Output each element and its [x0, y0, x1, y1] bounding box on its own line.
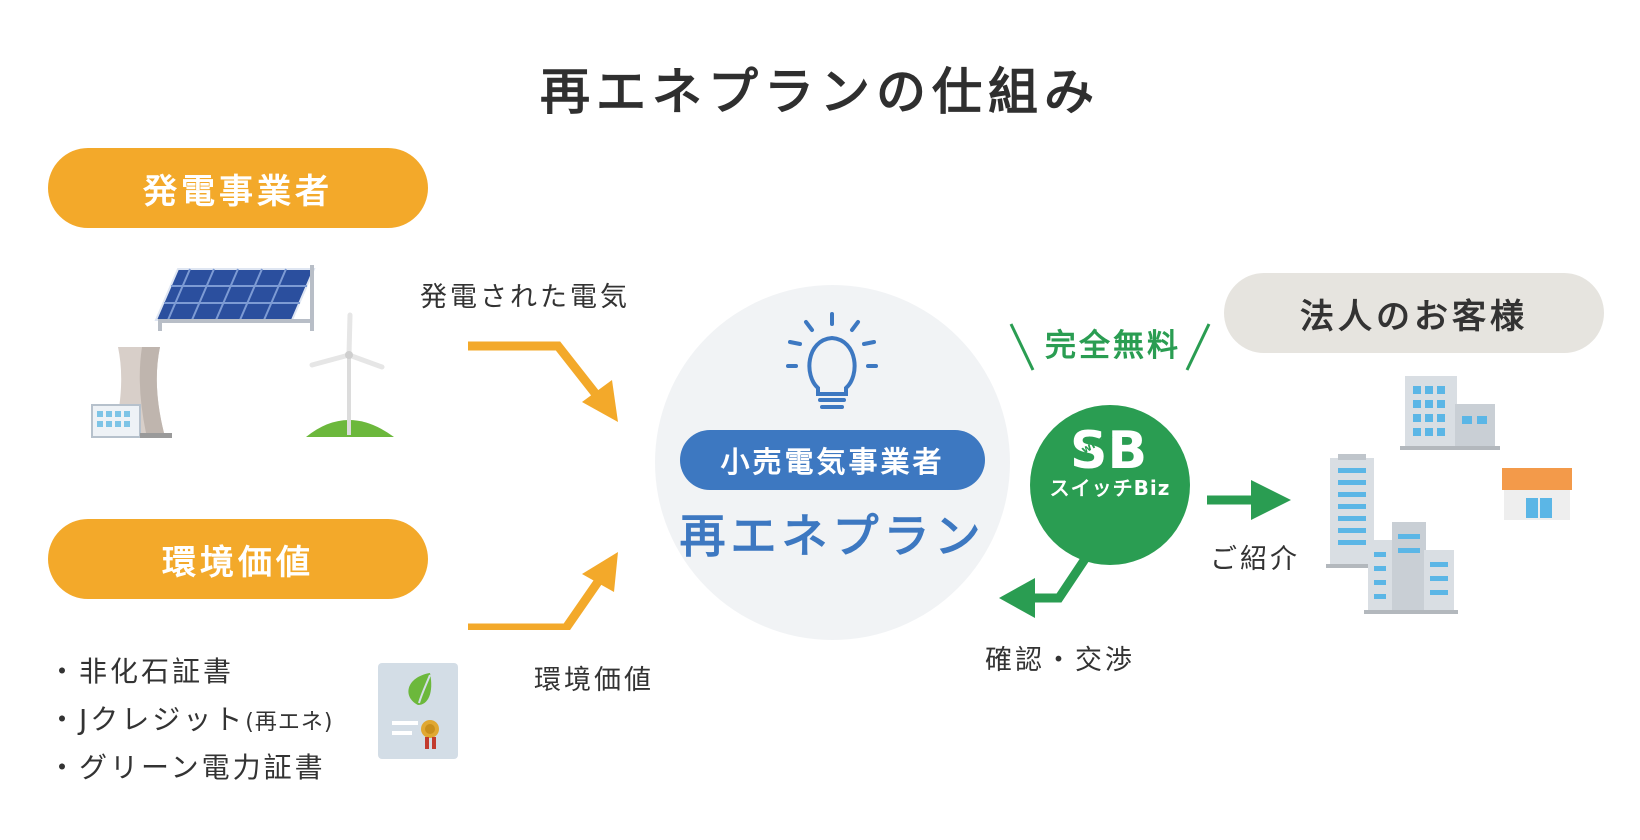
env-value-flow-label: 環境価値: [534, 665, 654, 696]
electricity-arrow-icon: [468, 341, 618, 422]
tower-building-icon: [1326, 454, 1378, 568]
confirm-arrow-icon: [999, 547, 1095, 618]
shop-building-icon: [1502, 468, 1572, 520]
switch-biz-mark-icon: SB witch: [1070, 421, 1147, 474]
free-label-decoration: [1009, 323, 1211, 371]
electricity-flow-label: 発電された電気: [420, 282, 630, 313]
page-title: 再エネプランの仕組み: [540, 63, 1100, 121]
confirm-flow-label: 確認・交渉: [985, 645, 1135, 676]
customers-pill: 法人のお客様: [1224, 273, 1604, 353]
certificate-item-2: ・Jクレジット(再エネ): [48, 698, 333, 738]
certificate-item-2-label: ・Jクレジット: [48, 703, 246, 736]
certificate-item-2-suffix: (再エネ): [245, 710, 334, 735]
switch-biz-logo: [1030, 405, 1190, 565]
generator-label: 発電事業者: [143, 171, 333, 212]
power-plant-icon: [91, 347, 172, 438]
env-value-pill: 環境価値: [48, 519, 428, 599]
switch-biz-logo-text: スイッチBiz: [1049, 476, 1171, 500]
plan-name: 再エネプラン: [679, 509, 986, 563]
generator-pill: 発電事業者: [48, 148, 428, 228]
certificate-item-1: ・非化石証書: [48, 655, 235, 688]
buildings-illustration: [1326, 376, 1572, 614]
env-value-arrow-icon: [468, 552, 618, 630]
customers-label: 法人のお客様: [1300, 296, 1528, 337]
switch-biz-mark: SB: [1070, 421, 1147, 474]
referral-arrow-icon: [1207, 480, 1291, 520]
lightbulb-icon: [786, 312, 878, 409]
office-building-icon: [1400, 376, 1500, 450]
certificate-item-3: ・グリーン電力証書: [48, 751, 326, 784]
power-generation-illustration: [91, 263, 394, 438]
retail-provider-label: 小売電気事業者: [720, 445, 945, 479]
complex-building-icon: [1364, 522, 1458, 614]
certificate-icon: [378, 663, 458, 759]
orange-arrows: [468, 341, 618, 630]
env-value-label: 環境価値: [162, 542, 314, 583]
green-arrows: [999, 480, 1291, 618]
solar-panel-icon: [154, 263, 316, 331]
retail-provider-pill: 小売電気事業者: [680, 430, 985, 490]
free-label: 完全無料: [1045, 328, 1181, 364]
wind-turbine-icon: [306, 312, 394, 437]
referral-flow-label: ご紹介: [1210, 544, 1300, 575]
